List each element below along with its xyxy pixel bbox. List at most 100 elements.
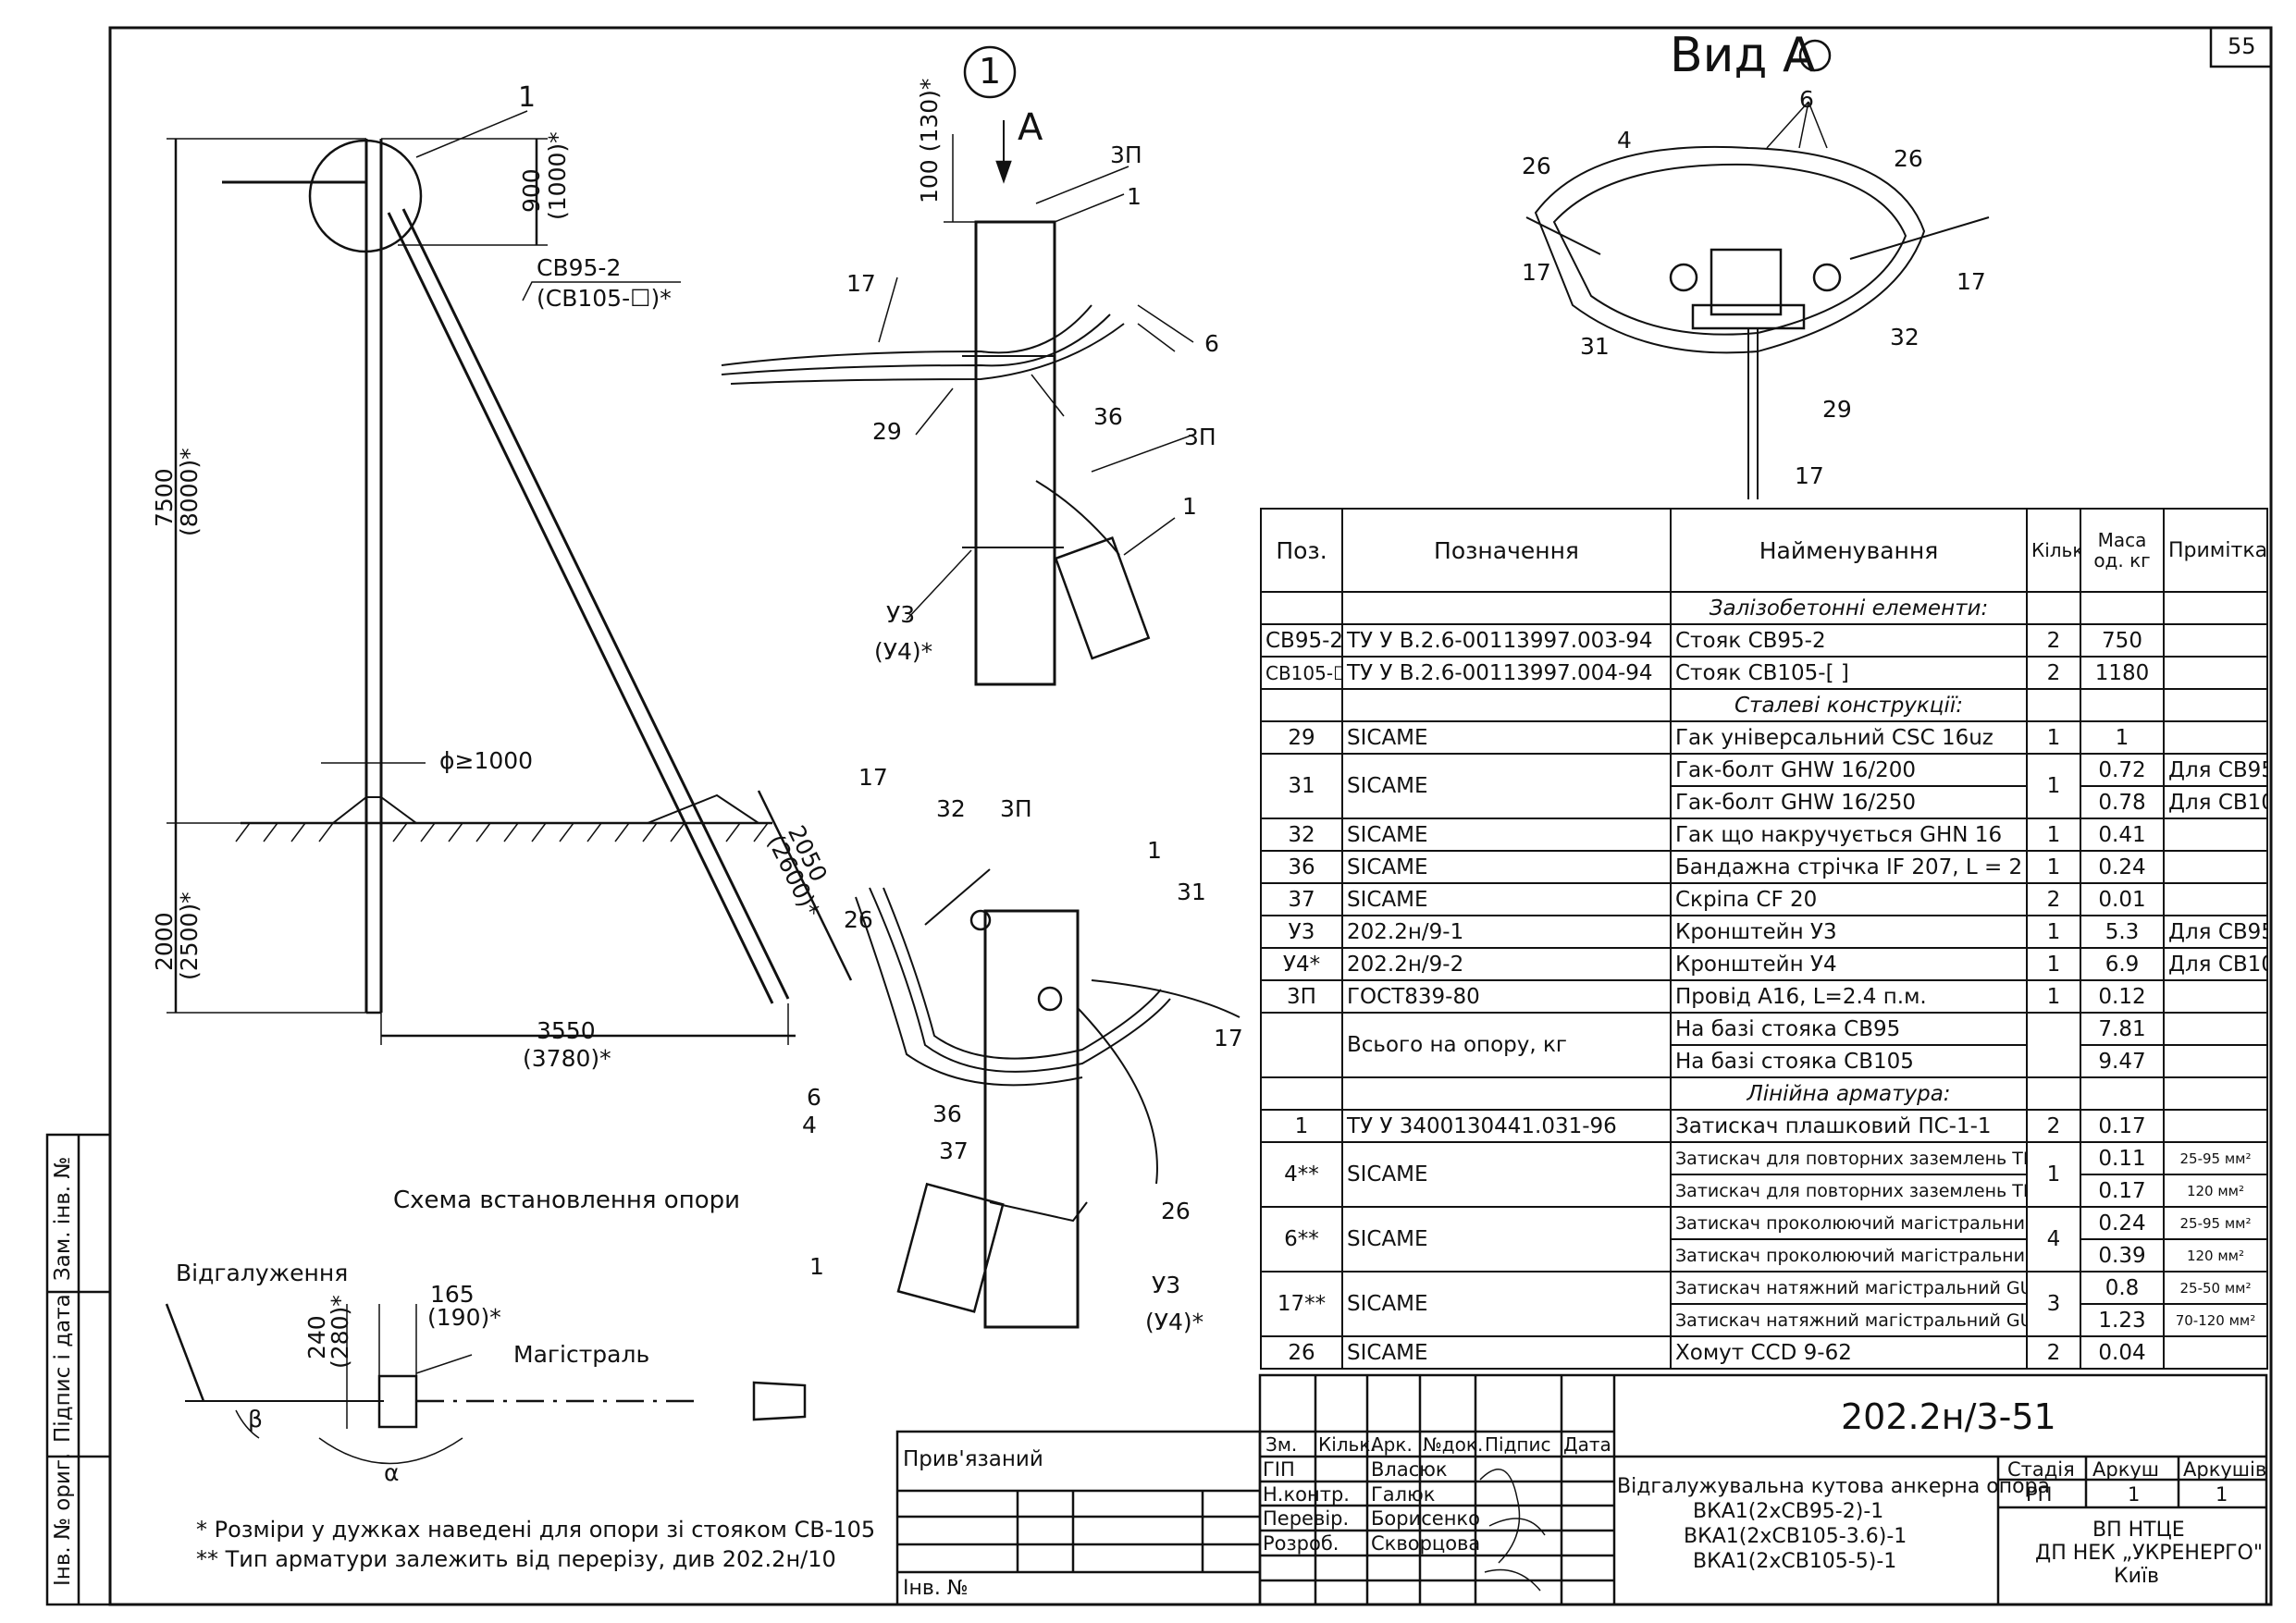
va-label-17b: 17 — [1957, 268, 1986, 295]
hdr-pos: Поз. — [1260, 508, 1343, 593]
va-label-17a: 17 — [1522, 259, 1551, 286]
spec-row: 26 SICAME Хомут CCD 9-62 2 0.04 — [1260, 1335, 2268, 1370]
cell-name: Затискач проколюючий магістральний TTD 3… — [1670, 1206, 2028, 1240]
cell-name: Скріпа CF 20 — [1670, 882, 2028, 916]
cell-name: Хомут CCD 9-62 — [1670, 1335, 2028, 1370]
d1-label-u4: (У4)* — [874, 638, 933, 665]
tb-role-check: Перевір. — [1263, 1507, 1350, 1530]
cell-desig: SICAME — [1341, 1206, 1672, 1273]
cell-note: Для СВ95 — [2163, 753, 2268, 787]
cell-mass: 0.72 — [2080, 753, 2165, 787]
dim-165: 165 — [430, 1281, 475, 1308]
cell-name: Стояк СВ95-2 — [1670, 623, 2028, 658]
note-1: * Розміри у дужках наведені для опори зі… — [196, 1517, 876, 1543]
cell-name: Кронштейн У4 — [1670, 947, 2028, 981]
tb-hdr-doc: №док. — [1423, 1433, 1484, 1456]
d2-label-26b: 26 — [1161, 1198, 1191, 1224]
va-label-26a: 26 — [1522, 153, 1551, 179]
tb-desc-3: ВКА1(2хСВ105-3.6)-1 — [1684, 1525, 1907, 1548]
cell-qty: 2 — [2026, 656, 2081, 690]
cell-note — [2163, 720, 2268, 755]
cell-mass: 0.78 — [2080, 785, 2165, 819]
cell-pos: СВ95-2 — [1260, 623, 1343, 658]
d1-label-6: 6 — [1204, 330, 1219, 357]
tb-role-dev: Розроб. — [1263, 1532, 1339, 1555]
hdr-mass: Маса од. кг — [2080, 508, 2165, 593]
tb-desc-1: Відгалужувальна кутова анкерна опора — [1617, 1475, 2050, 1498]
cell-name: Затискач натяжний магістральний GUKo2 — [1670, 1303, 2028, 1337]
cell-mass: 0.04 — [2080, 1335, 2165, 1370]
spec-row: 17** SICAME Затискач натяжний магістраль… — [1260, 1271, 2268, 1337]
spec-row: Затискач натяжний магістральний GUKo2 1.… — [1261, 1303, 2268, 1337]
d1-label-3p-b: 3П — [1184, 424, 1216, 450]
cell-mass: 0.17 — [2080, 1174, 2165, 1208]
d2-label-4: 4 — [802, 1112, 817, 1138]
d2-label-u4: (У4)* — [1145, 1309, 1204, 1335]
cell-mass: 0.41 — [2080, 818, 2165, 852]
cell-name: Гак-болт GHW 16/200 — [1670, 753, 2028, 787]
cell-desig: 202.2н/9-2 — [1341, 947, 1672, 981]
spec-row: 36 SICAME Бандажна стрічка IF 207, L = 2… — [1260, 850, 2268, 884]
tb-stage-label: Стадія — [2007, 1458, 2075, 1481]
cell-qty: 1 — [2026, 1141, 2081, 1208]
cell-pos: У4* — [1260, 947, 1343, 981]
spec-header-row: Поз. Позначення Найменування Кільк. Маса… — [1260, 508, 2268, 593]
cell-mass: 0.24 — [2080, 1206, 2165, 1240]
d2-label-26a: 26 — [844, 906, 873, 933]
cell-mass: 750 — [2080, 623, 2165, 658]
d1-label-36: 36 — [1093, 403, 1123, 430]
spec-row: Затискач для повторних заземлень TND 231… — [1261, 1174, 2268, 1208]
cell-desig: ТУ У В.2.6-00113997.003-94 — [1341, 623, 1672, 658]
cell-qty: 1 — [2026, 979, 2081, 1014]
hdr-designation: Позначення — [1341, 508, 1672, 593]
cell-note — [2163, 979, 2268, 1014]
cell-name: Стояк СВ105-[ ] — [1670, 656, 2028, 690]
cell-desig: SICAME — [1341, 753, 1672, 819]
spec-row: 6** SICAME Затискач проколюючий магістра… — [1260, 1206, 2268, 1273]
spec-row: 32 SICAME Гак що накручується GHN 16 1 0… — [1260, 818, 2268, 852]
d2-label-17b: 17 — [1214, 1025, 1243, 1051]
spec-row: 29 SICAME Гак універсальний CSC 16uz 1 1 — [1260, 720, 2268, 755]
cell-name: На базі стояка СВ95 — [1670, 1012, 2028, 1046]
spec-section-row: Залізобетонні елементи: — [1260, 591, 2268, 625]
cell-name: Затискач проколюючий магістральний TTD 4… — [1670, 1238, 2028, 1273]
cell-qty: 1 — [2026, 947, 2081, 981]
cell-mass: 5.3 — [2080, 915, 2165, 949]
cell-qty: 2 — [2026, 623, 2081, 658]
cell-desig: 202.2н/9-1 — [1341, 915, 1672, 949]
cell-name: На базі стояка СВ105 — [1670, 1044, 2028, 1078]
cell-total-label: Всього на опору, кг — [1341, 1012, 1672, 1078]
va-label-17c: 17 — [1795, 462, 1824, 489]
spec-row: Гак-болт GHW 16/250 0.78 Для СВ105 — [1261, 785, 2268, 819]
va-label-32: 32 — [1890, 324, 1920, 350]
cell-desig: SICAME — [1341, 1271, 1672, 1337]
va-label-26b: 26 — [1894, 145, 1923, 172]
cell-note: 25-95 мм² — [2163, 1141, 2268, 1175]
cell-pos: 1 — [1260, 1109, 1343, 1143]
cell-qty: 1 — [2026, 720, 2081, 755]
side-inv-orig: Інв. № ориг. — [51, 1452, 75, 1586]
cell-pos: 4** — [1260, 1141, 1343, 1208]
cell-qty: 2 — [2026, 1335, 2081, 1370]
specification-table: Поз. Позначення Найменування Кільк. Маса… — [1260, 508, 2268, 1370]
cell-note: Для СВ105 — [2163, 947, 2268, 981]
d2-label-6: 6 — [807, 1084, 821, 1111]
cell-qty: 1 — [2026, 753, 2081, 819]
tb-hdr-zm: Зм. — [1265, 1433, 1298, 1456]
cell-desig: SICAME — [1341, 1141, 1672, 1208]
cell-desig: SICAME — [1341, 882, 1672, 916]
detail-callout-circle — [963, 45, 1017, 99]
section-line-fittings: Лінійна арматура: — [1670, 1076, 2028, 1111]
cell-mass: 1 — [2080, 720, 2165, 755]
spec-row: На базі стояка СВ105 9.47 — [1261, 1044, 2268, 1078]
schema-caption: Схема встановлення опори — [393, 1187, 741, 1214]
cell-note — [2163, 818, 2268, 852]
tb-org-1: ВП НТЦЕ — [2092, 1518, 2185, 1542]
label-mainline: Магістраль — [513, 1341, 650, 1368]
cell-mass: 0.8 — [2080, 1271, 2165, 1305]
view-a-title: Вид А — [1670, 28, 1816, 83]
section-steel: Сталеві конструкції: — [1670, 688, 2028, 722]
tb-hdr-sign: Підпис — [1485, 1433, 1551, 1456]
